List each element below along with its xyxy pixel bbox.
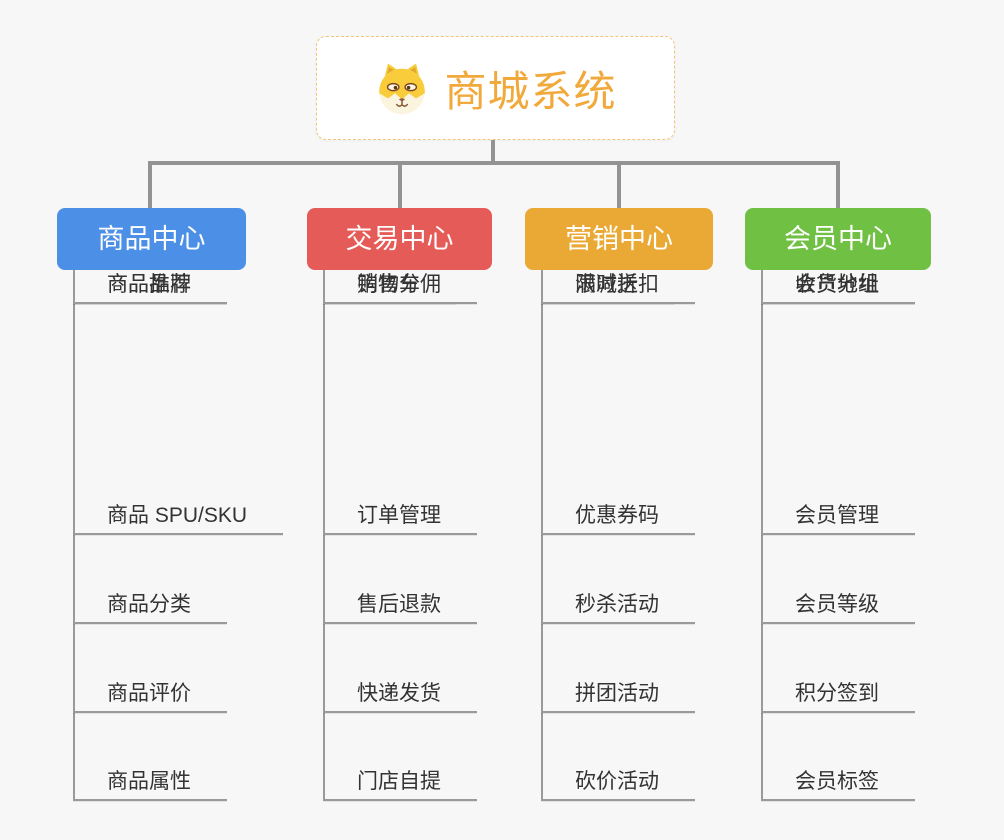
branch-trade-center: 交易中心 订单管理 售后退款 快递发货 门店自提 购物车 销售分佣	[307, 208, 492, 801]
leaf-node[interactable]: 销售分佣	[323, 270, 477, 304]
trunk-connector-line	[148, 161, 840, 165]
leaf-node[interactable]: 快递发货	[323, 679, 477, 713]
leaf-node[interactable]: 会员管理	[761, 501, 915, 535]
leaf-node[interactable]: 商品 SPU/SKU	[73, 501, 284, 535]
branch-connector-line	[836, 161, 840, 208]
branch-connector-line	[148, 161, 152, 208]
leaf-node[interactable]: 订单管理	[323, 501, 477, 535]
leaf-node[interactable]: 会员标签	[761, 767, 915, 801]
branch-child-line	[323, 270, 325, 801]
branch-node-member-center[interactable]: 会员中心	[745, 208, 931, 270]
branch-child-line	[73, 270, 75, 801]
leaf-node[interactable]: 商品属性	[73, 767, 227, 801]
leaf-node[interactable]: 售后退款	[323, 590, 477, 624]
branch-connector-line	[398, 161, 402, 208]
branch-node-product-center[interactable]: 商品中心	[57, 208, 246, 270]
leaf-node[interactable]: 门店自提	[323, 767, 477, 801]
branch-child-line	[761, 270, 763, 801]
branch-connector-line	[617, 161, 621, 208]
leaf-node[interactable]: 商品分类	[73, 590, 227, 624]
root-node[interactable]: 商城系统	[316, 36, 675, 140]
leaf-node[interactable]: 秒杀活动	[541, 590, 695, 624]
branch-member-center: 会员中心 会员管理 会员等级 积分签到 会员标签 会员分组 收货地址	[745, 208, 931, 801]
branch-child-line	[541, 270, 543, 801]
shiba-dog-icon	[379, 63, 426, 115]
root-connector-line	[491, 140, 495, 162]
branch-node-marketing-center[interactable]: 营销中心	[525, 208, 713, 270]
leaf-node[interactable]: 砍价活动	[541, 767, 695, 801]
leaf-node[interactable]: 优惠券码	[541, 501, 695, 535]
leaf-node[interactable]: 拼团活动	[541, 679, 695, 713]
branch-marketing-center: 营销中心 优惠券码 秒杀活动 拼团活动 砍价活动 限时折扣 满减送	[525, 208, 713, 801]
leaf-node[interactable]: 商品品牌	[73, 270, 227, 304]
leaf-node[interactable]: 会员等级	[761, 590, 915, 624]
branch-node-trade-center[interactable]: 交易中心	[307, 208, 492, 270]
leaf-node[interactable]: 收货地址	[761, 270, 915, 304]
root-title: 商城系统	[444, 67, 617, 115]
leaf-node[interactable]: 积分签到	[761, 679, 915, 713]
leaf-node[interactable]: 满减送	[541, 270, 674, 304]
leaf-node[interactable]: 商品评价	[73, 679, 227, 713]
branch-product-center: 商品中心 商品 SPU/SKU 商品分类 商品评价 商品属性 商品推荐 商品品牌	[57, 208, 284, 801]
